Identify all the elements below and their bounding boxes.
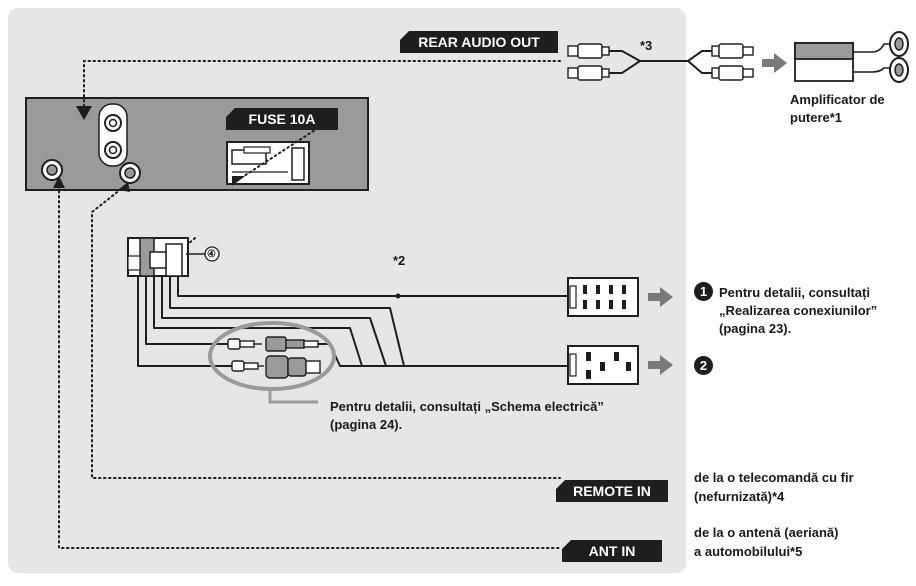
harness-connector [127,237,206,277]
small-plugs [227,336,321,379]
rear-audio-jacks [98,103,128,167]
note3-marker: *3 [640,38,653,53]
antenna-line2: a automobilului*5 [694,544,803,559]
harness-wires [137,276,568,367]
num-1-badge: 1 [694,282,713,301]
rca-plugs [567,43,754,81]
rear-audio-out-tag: REAR AUDIO OUT [400,31,558,53]
detail1-line2: „Realizarea conexiunilor” [719,303,878,318]
note2-dot [395,293,401,299]
connector-1 [567,277,639,317]
antenna-line1: de la o antenă (aeriană) [694,525,839,540]
schema-line2: (pagina 24). [330,417,403,432]
arrow-1 [648,287,673,307]
remote-jack [119,162,141,184]
ant-in-tag: ANT IN [562,540,662,562]
remote-line1: de la o telecomandă cu fir [694,470,854,485]
rca-cables [608,50,712,74]
note2-marker: *2 [393,253,406,268]
detail1-line3: (pagina 23). [719,321,792,336]
remote-line2: (nefurnizată)*4 [694,489,785,504]
connector-2 [567,345,639,385]
speaker-icons [889,31,909,83]
remote-in-tag: REMOTE IN [556,480,668,502]
dotted-leaders [58,60,561,549]
fuse-tag: FUSE 10A [226,108,338,130]
amplifier-label-line1: Amplificator de [790,92,885,107]
schema-line1: Pentru detalii, consultați „Schema elect… [330,399,604,414]
arrow-2 [648,355,673,375]
num-2-badge: 2 [694,356,713,375]
amplifier-icon [794,42,892,82]
detail1-line1: Pentru detalii, consultați [719,285,870,300]
leader-arrowheads [53,106,245,192]
callout-leader [268,389,318,404]
amp-arrow [762,53,787,73]
marker-4-circle [204,246,220,262]
callout-circle [208,321,336,391]
marker-4: ④ [207,249,216,260]
amplifier-label-line2: putere*1 [790,110,843,125]
antenna-jack [41,159,63,181]
